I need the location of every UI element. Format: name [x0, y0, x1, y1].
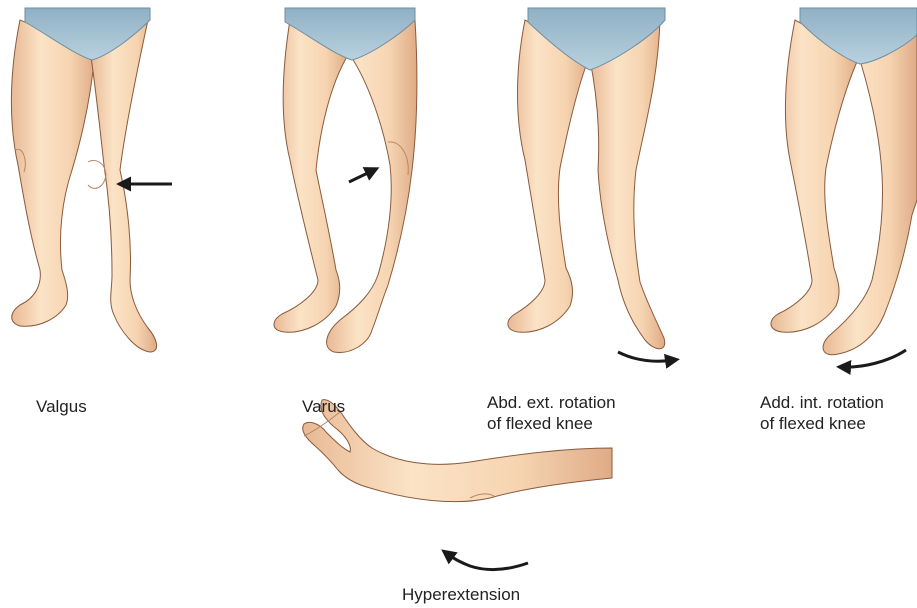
add-int-rotation-label: Add. int. rotation of flexed knee: [760, 392, 884, 434]
varus-label: Varus: [302, 396, 345, 417]
varus-left-leg: [274, 20, 348, 332]
varus-figure: [274, 8, 417, 352]
abd-ext-rotation-figure: [508, 8, 665, 349]
add-int-rotation-label-line1: Add. int. rotation: [760, 392, 884, 413]
hyperextension-label: Hyperextension: [402, 584, 520, 605]
abd-ext-rotation-label: Abd. ext. rotation of flexed knee: [487, 392, 616, 434]
add-int-rotation-arrow: [842, 350, 906, 367]
add-int-rotation-label-line2: of flexed knee: [760, 413, 884, 434]
add-left-leg: [771, 20, 860, 332]
abd-ext-rotation-label-line1: Abd. ext. rotation: [487, 392, 616, 413]
valgus-label: Valgus: [36, 396, 87, 417]
hyperextension-arrow: [446, 553, 528, 570]
valgus-left-leg: [11, 20, 95, 326]
abd-right-leg: [590, 20, 665, 349]
abd-ext-rotation-label-line2: of flexed knee: [487, 413, 616, 434]
varus-arrow: [349, 170, 374, 182]
valgus-figure: [11, 8, 156, 352]
abd-left-leg: [508, 20, 590, 332]
abd-ext-rotation-arrow: [618, 352, 674, 361]
add-int-rotation-figure: [771, 8, 917, 355]
